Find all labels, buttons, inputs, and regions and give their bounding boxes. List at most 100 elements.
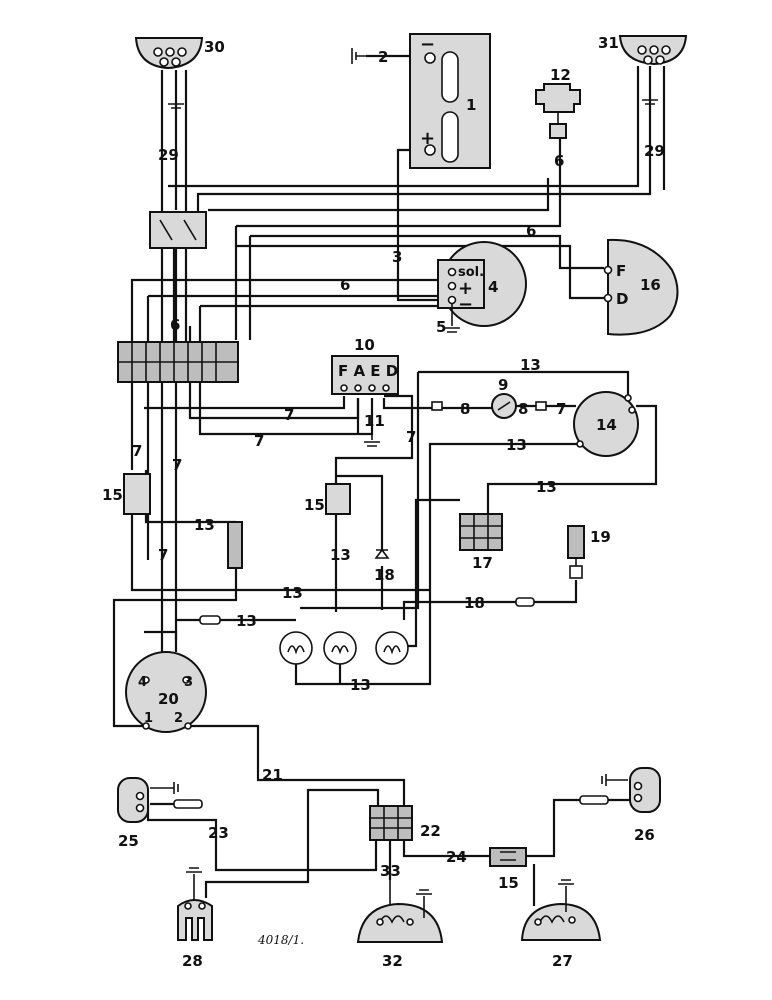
ignition-switch: 4 3 1 2 20: [125, 651, 207, 733]
wire-label-8-b: 8: [518, 400, 528, 418]
wire-labels: 2 29 29 6 6 6 6 3 5 7 7 7 7 7 7 7 8 8 11…: [132, 48, 665, 866]
wiring: [112, 54, 666, 906]
headlamp-left: 30: [134, 37, 225, 109]
sender-unit: [227, 521, 243, 569]
battery: − + 1: [409, 33, 491, 169]
wire-label-2: 2: [378, 48, 388, 66]
label-15-left: 15: [102, 486, 123, 504]
terminal-sol: sol.: [458, 265, 484, 280]
wire-label-5: 5: [436, 318, 446, 336]
label-19: 19: [590, 528, 611, 546]
connector: [199, 597, 535, 625]
label-17: 17: [472, 554, 493, 572]
wire-label-29-right: 29: [644, 142, 665, 160]
battery-plus-terminal: +: [420, 128, 435, 149]
wire-label-6-starter: 6: [340, 276, 350, 294]
wire-label-29-left: 29: [158, 146, 179, 164]
wire-label-8-a: 8: [460, 400, 470, 418]
starter-motor: sol. + − 4: [437, 241, 527, 333]
regulator-terminals: F A E D: [338, 362, 398, 380]
wire-label-6-top: 6: [554, 152, 564, 170]
component-22: 22: [369, 805, 441, 841]
ground-symbol: [351, 48, 366, 64]
wire-label-7-b: 7: [254, 432, 264, 450]
label-9: 9: [498, 376, 508, 394]
switch-terminal-4: 4: [138, 675, 147, 690]
label-27: 27: [552, 952, 573, 970]
label-14: 14: [596, 416, 617, 434]
label-28: 28: [182, 952, 203, 970]
label-15-middle: 15: [304, 496, 325, 514]
panel-lamp-2: [323, 631, 357, 665]
wire-label-13-top: 13: [520, 356, 541, 374]
label-10: 10: [354, 336, 375, 354]
wire-label-13-17: 13: [536, 478, 557, 496]
label-4: 4: [488, 278, 498, 296]
wire-label-13-lamp: 13: [236, 612, 257, 630]
lamp-26: 26: [579, 767, 661, 844]
voltage-regulator: F A E D 10: [331, 336, 399, 447]
wire-label-13-mid: 13: [330, 546, 351, 564]
label-31: 31: [598, 34, 619, 52]
lamp-32: 32 33: [356, 862, 444, 970]
label-1: 1: [466, 96, 476, 114]
wire-label-23: 23: [208, 824, 229, 842]
diode: 18: [374, 548, 395, 584]
switch-terminal-1: 1: [144, 711, 153, 726]
wire-label-6-gen: 6: [526, 222, 536, 240]
component-14: 14: [573, 391, 639, 457]
terminal-F: F: [616, 262, 626, 280]
panel-lamp-3: [375, 631, 409, 665]
component-19: 19: [567, 525, 611, 579]
switch-terminal-2: 2: [174, 711, 183, 726]
starter-minus: −: [458, 294, 473, 315]
label-33: 33: [380, 862, 401, 880]
wire-label-7-d: 7: [556, 400, 566, 418]
wire-label-18: 18: [464, 594, 485, 612]
junction-box: [117, 341, 239, 383]
drawing-number: 4018/1.: [257, 933, 304, 947]
wire-label-7-e: 7: [132, 442, 142, 460]
wire-label-6-left: 6: [170, 316, 180, 334]
headlamp-switch: [149, 211, 207, 249]
fuse-right: 15: [489, 847, 527, 892]
wire-label-13-fuse: 13: [194, 516, 215, 534]
label-18-diode: 18: [374, 566, 395, 584]
component-9: 9: [431, 376, 547, 419]
label-12: 12: [550, 66, 571, 84]
label-15-right: 15: [498, 874, 519, 892]
label-30: 30: [204, 38, 225, 56]
wire-label-13-long: 13: [282, 584, 303, 602]
wire-label-21: 21: [262, 766, 283, 784]
lamp-27: 27: [520, 879, 602, 970]
headlamp-right: 31: [598, 34, 688, 105]
panel-lamp-1: [279, 631, 313, 665]
label-32: 32: [382, 952, 403, 970]
trailer-socket: 28: [177, 867, 213, 970]
component-12: 12: [535, 66, 581, 139]
fuse-middle: 15: [304, 483, 351, 515]
wire-label-7-f: 7: [172, 456, 182, 474]
switch-terminal-3: 3: [184, 675, 193, 690]
wire-label-11: 11: [364, 412, 385, 430]
generator: F D 16: [603, 238, 679, 336]
terminal-D: D: [616, 290, 628, 308]
lamp-25: 25: [117, 777, 203, 850]
label-22: 22: [420, 822, 441, 840]
battery-minus-terminal: −: [420, 34, 435, 55]
wire-label-7-g: 7: [158, 546, 168, 564]
wire-label-13-14: 13: [506, 436, 527, 454]
wire-label-3: 3: [392, 248, 402, 266]
label-26: 26: [634, 826, 655, 844]
label-25: 25: [118, 832, 139, 850]
wire-label-7-a: 7: [284, 406, 294, 424]
label-16: 16: [640, 276, 661, 294]
wire-label-7-c: 7: [406, 428, 416, 446]
wire-label-24: 24: [446, 848, 467, 866]
starter-plus: +: [458, 278, 473, 299]
label-20: 20: [158, 690, 179, 708]
relay: 17: [459, 513, 503, 572]
fuse-left: 15: [102, 473, 151, 515]
wire-label-13-bottom: 13: [350, 676, 371, 694]
